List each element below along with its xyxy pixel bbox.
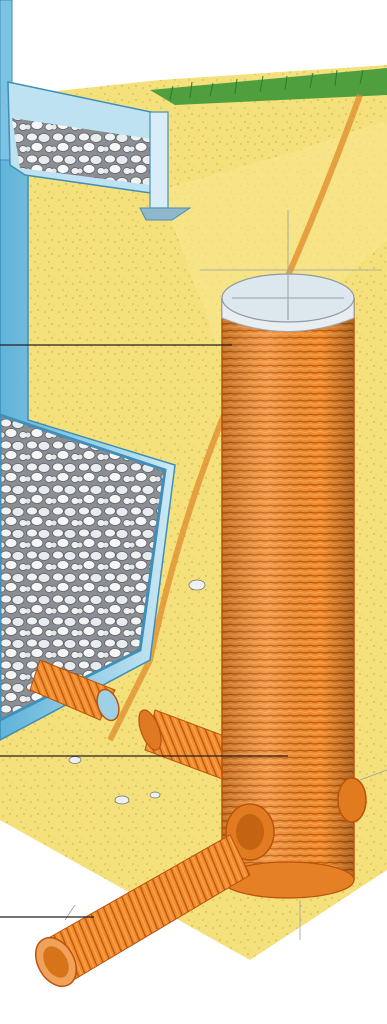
drainage-shaft [222, 274, 366, 898]
